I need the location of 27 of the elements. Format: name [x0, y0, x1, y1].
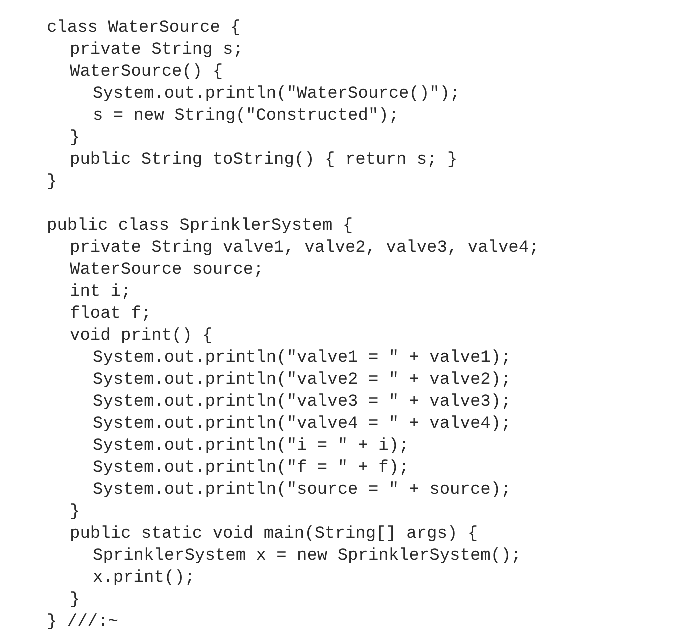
code-line: float f; — [70, 305, 152, 325]
code-line: } ///:~ — [47, 613, 118, 633]
code-line: System.out.println("i = " + i); — [93, 437, 410, 457]
code-line: public static void main(String[] args) { — [70, 525, 478, 545]
code-line: x.print(); — [93, 569, 196, 589]
code-line: WaterSource source; — [70, 261, 264, 281]
code-line: void print() { — [70, 327, 213, 347]
code-line: int i; — [70, 283, 132, 303]
code-line: class WaterSource { — [47, 19, 241, 39]
code-line: System.out.println("source = " + source); — [93, 481, 512, 501]
code-line: public String toString() { return s; } — [70, 151, 458, 171]
code-line: WaterSource() { — [70, 63, 224, 83]
code-line: System.out.println("valve2 = " + valve2); — [93, 371, 512, 391]
code-line: } — [70, 503, 80, 523]
code-line: } — [70, 591, 80, 611]
code-line: System.out.println("valve4 = " + valve4); — [93, 415, 512, 435]
code-line: s = new String("Constructed"); — [93, 107, 400, 127]
code-line: System.out.println("WaterSource()"); — [93, 85, 460, 105]
code-line: SprinklerSystem x = new SprinklerSystem(); — [93, 547, 522, 567]
code-line: private String valve1, valve2, valve3, valve4; — [70, 239, 540, 259]
code-line: System.out.println("valve1 = " + valve1); — [93, 349, 512, 369]
code-line: System.out.println("f = " + f); — [93, 459, 410, 479]
code-line: System.out.println("valve3 = " + valve3); — [93, 393, 512, 413]
code-line: } — [47, 173, 58, 193]
code-line: private String s; — [70, 41, 244, 61]
code-line: public class SprinklerSystem { — [47, 217, 354, 237]
code-line: } — [70, 129, 80, 149]
